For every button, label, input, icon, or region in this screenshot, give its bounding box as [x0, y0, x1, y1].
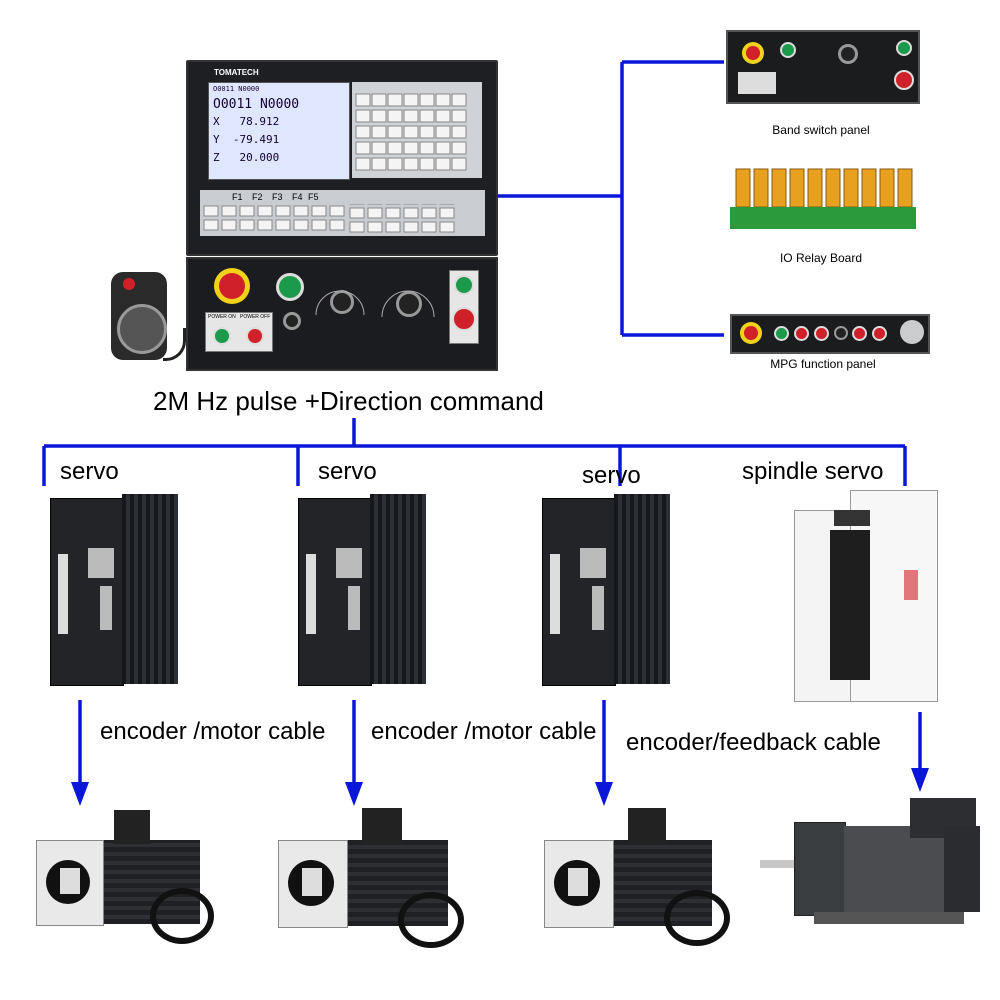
cable-2-label: encoder /motor cable: [371, 718, 597, 745]
feed-hold-buttons: [449, 270, 479, 344]
controller-screen: O0011 N0000 O0011 N0000 X 78.912 Y -79.4…: [208, 82, 350, 180]
handwheel-mpg: [103, 268, 186, 368]
mpg-function-panel-label: MPG function panel: [770, 357, 876, 371]
screen-axis-y: Y -79.491: [213, 133, 280, 146]
spindle-dial-scale: [381, 290, 435, 318]
power-off-label: POWER OFF: [240, 314, 271, 320]
softkey-f3: F3: [272, 192, 283, 202]
power-on-icon: [213, 327, 231, 345]
cable-3-label: encoder/feedback cable: [626, 729, 881, 756]
softkey-f4: F4: [292, 192, 303, 202]
servo-drive-2-image: [298, 494, 426, 690]
pulse-command-label: 2M Hz pulse +Direction command: [153, 386, 544, 416]
band-switch-estop-icon: [742, 42, 764, 64]
screen-axis-x: X 78.912: [213, 115, 280, 128]
feed-override-knob-icon: [330, 290, 354, 314]
power-buttons: POWER ON POWER OFF: [205, 312, 273, 352]
mpg-function-panel-image: [730, 314, 930, 354]
spindle-servo-drive-image: [794, 490, 938, 706]
band-switch-green-icon: [780, 42, 796, 58]
cycle-start-button-icon: [276, 273, 304, 301]
screen-axis-z: Z 20.000: [213, 151, 280, 164]
cable-1-label: encoder /motor cable: [100, 718, 326, 745]
servo-drive-3-image: [542, 494, 670, 690]
io-relay-board-image: [730, 163, 916, 235]
spindle-servo-label: spindle servo: [742, 458, 884, 485]
emergency-stop-icon: [214, 268, 250, 304]
spindle-override-knob-icon: [396, 291, 422, 317]
softkey-row: F1 F2 F3 F4 F5: [200, 190, 485, 236]
softkey-f5: F5: [308, 192, 319, 202]
mode-knob-icon: [283, 312, 301, 330]
controller-brand: TOMATECH: [214, 68, 259, 77]
servo-1-label: servo: [60, 458, 119, 485]
power-on-label: POWER ON: [208, 314, 236, 320]
band-switch-panel-label: Band switch panel: [772, 123, 870, 137]
spindle-motor-image: [760, 796, 990, 932]
band-switch-panel-image: [726, 30, 920, 104]
screen-program: O0011 N0000: [213, 97, 300, 112]
softkey-f1: F1: [232, 192, 243, 202]
screen-header: O0011 N0000: [213, 85, 260, 93]
controller-keypad: [352, 82, 482, 178]
softkey-f2: F2: [252, 192, 263, 202]
servo-3-label: servo: [582, 462, 641, 489]
servo-motor-3-image: [540, 806, 730, 946]
feed-dial-scale: [315, 290, 365, 316]
servo-motor-1-image: [30, 806, 214, 944]
servo-motor-2-image: [272, 806, 464, 948]
io-relay-board-label: IO Relay Board: [779, 251, 863, 265]
power-off-icon: [246, 327, 264, 345]
servo-drive-1-image: [50, 494, 178, 690]
servo-2-label: servo: [318, 458, 377, 485]
